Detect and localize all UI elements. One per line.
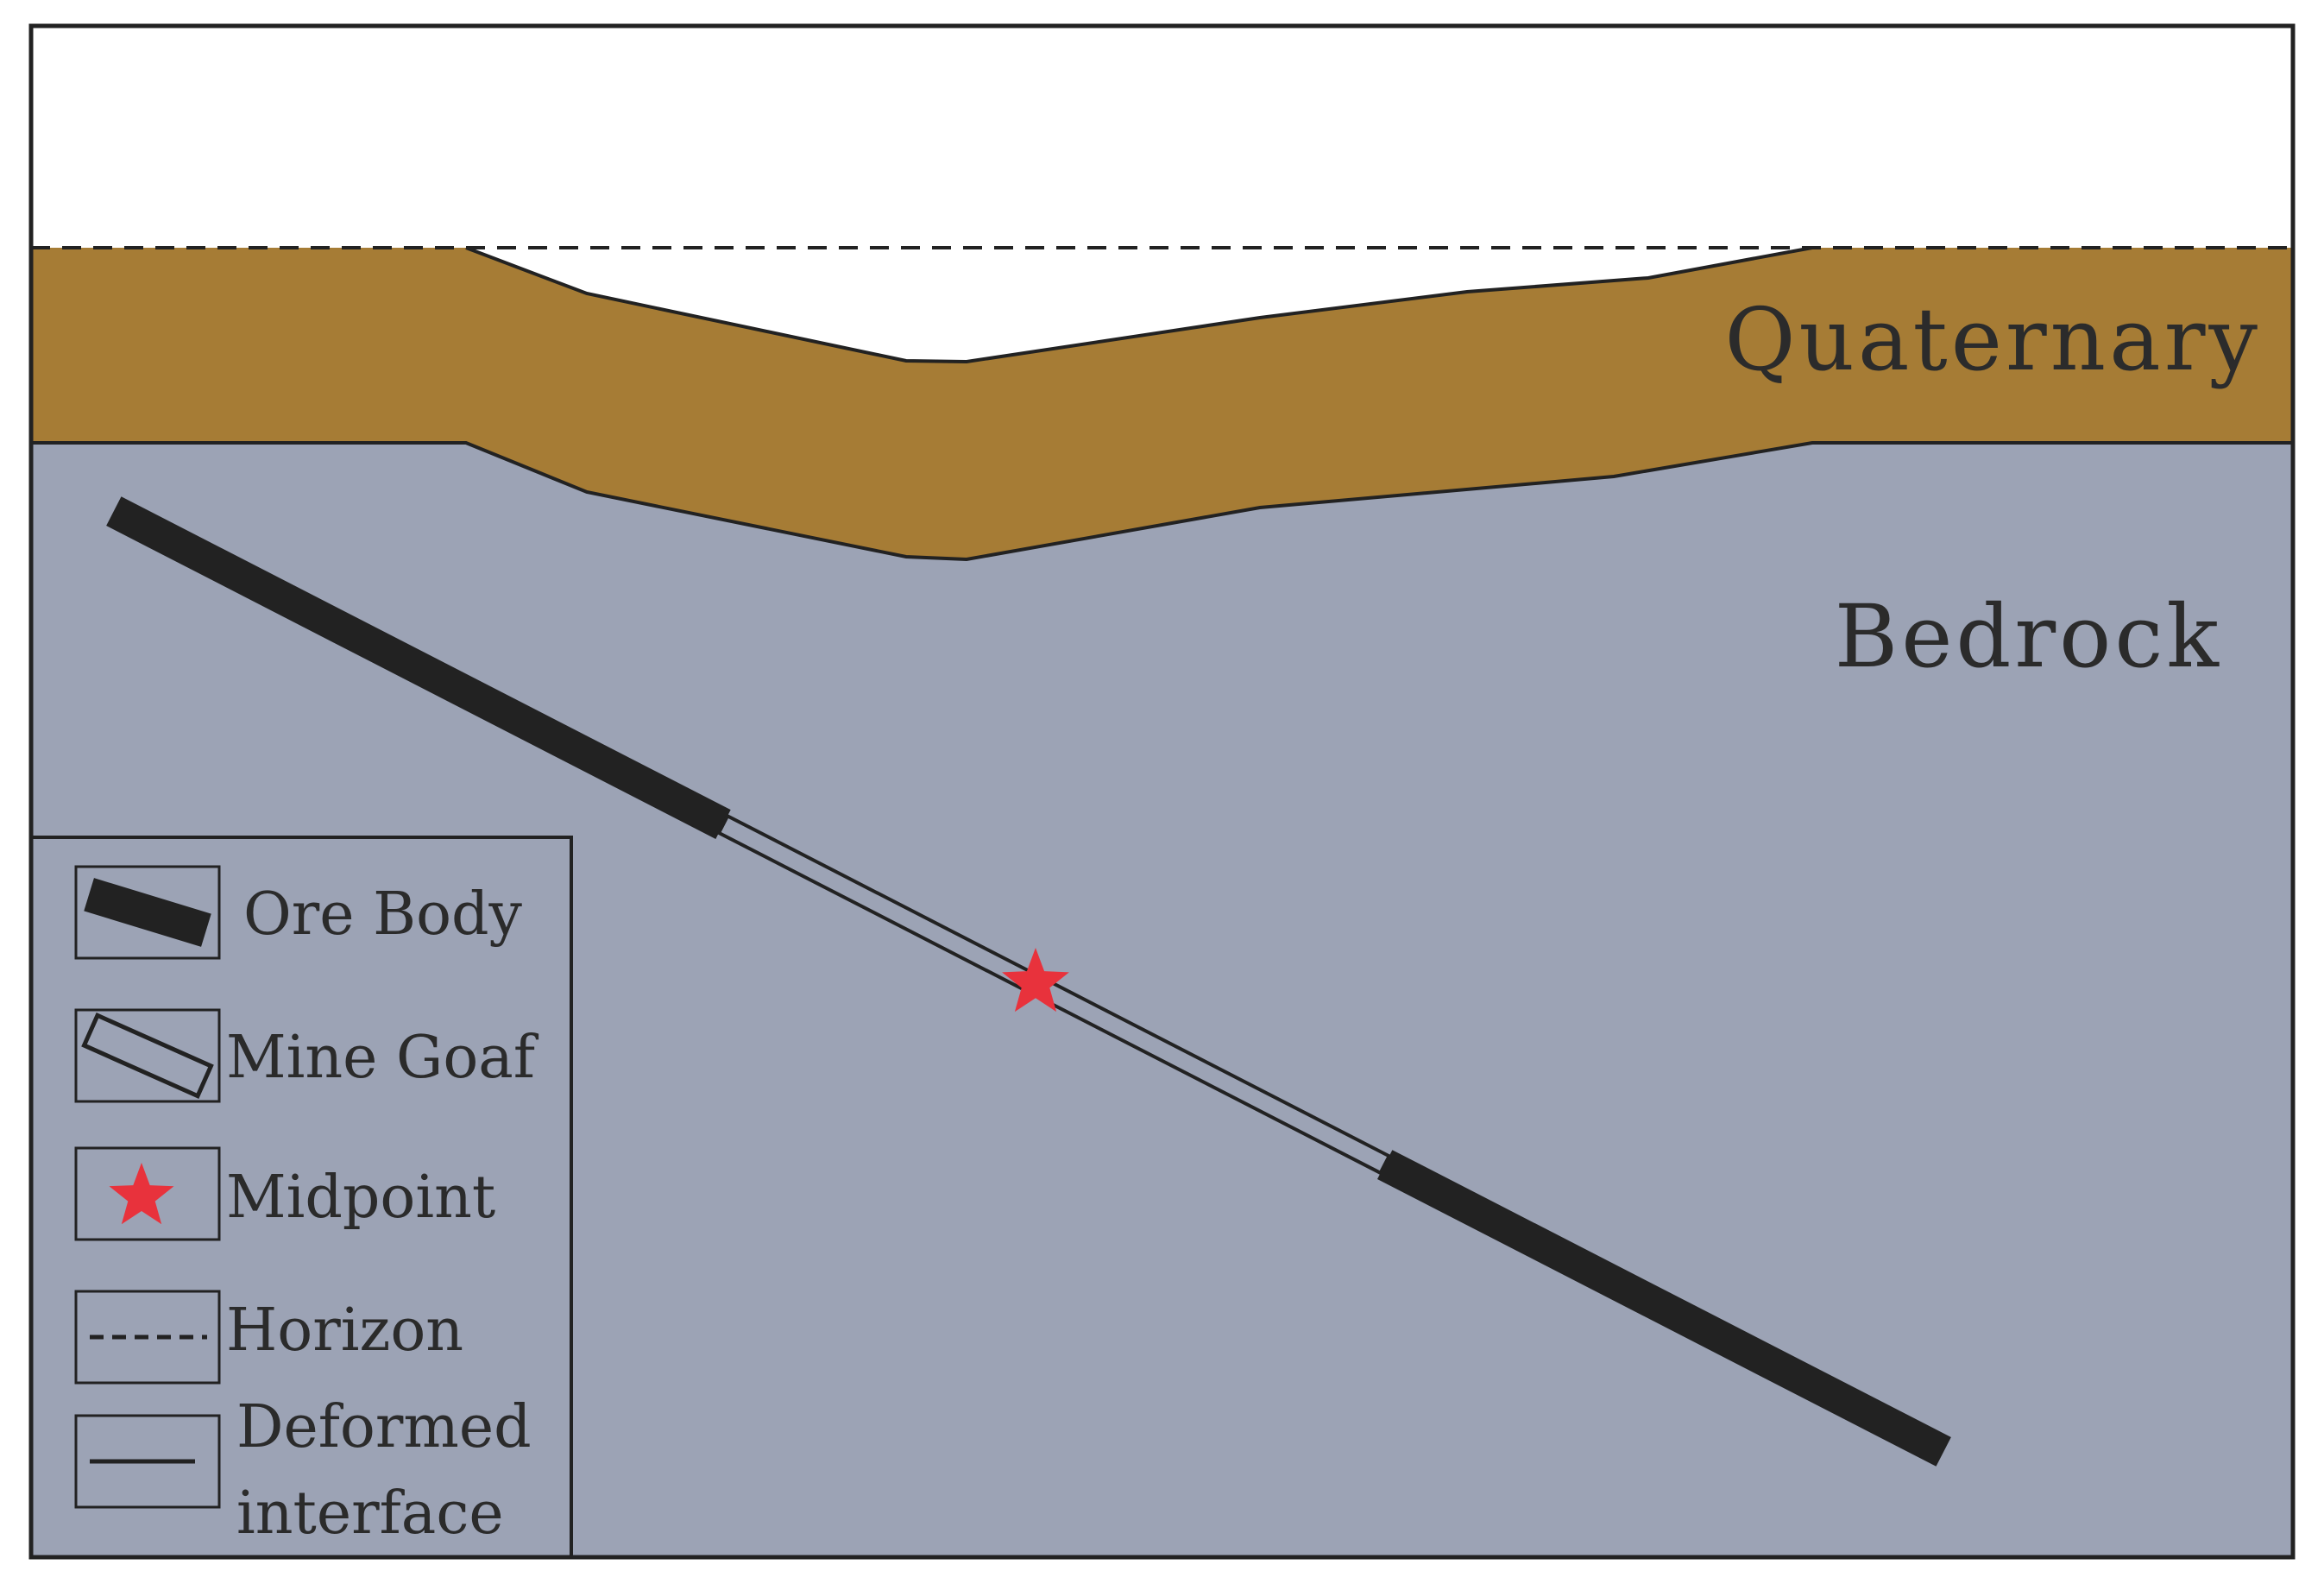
solid-line-icon-frame <box>74 1414 221 1509</box>
midpoint-star <box>1002 948 1069 1013</box>
bedrock-label: Bedrock <box>1835 586 2222 687</box>
quaternary-label: Quaternary <box>1725 289 2262 390</box>
legend-item-horizon: Horizon <box>74 1290 463 1385</box>
ore-body-icon <box>84 878 211 947</box>
ore-body-left <box>106 496 731 839</box>
deformed-interface-top <box>465 246 1813 364</box>
dashed-line-icon-frame <box>74 1290 221 1385</box>
legend-label-horizon: Horizon <box>226 1297 463 1365</box>
legend-label-interface: interface <box>236 1480 504 1548</box>
legend-label-deformed: Deformed <box>236 1393 532 1461</box>
star-icon-frame <box>74 1146 221 1241</box>
deformed-interface-bottom <box>31 441 2293 562</box>
legend-label-ore-body: Ore Body <box>243 880 523 949</box>
legend-label-mine-goaf: Mine Goaf <box>226 1024 539 1092</box>
legend-item-deformed-interface: Deformed interface <box>74 1393 532 1548</box>
mine-goaf-icon-frame <box>74 1008 221 1103</box>
legend-item-midpoint: Midpoint <box>74 1146 495 1241</box>
diagram-frame <box>28 23 2296 1560</box>
ore-body-right <box>1377 1150 1951 1467</box>
mine-goaf-icon <box>81 1013 214 1099</box>
legend-item-ore-body: Ore Body <box>74 865 523 960</box>
legend: Ore Body Mine Goaf Midpoint Horizon Defo… <box>29 836 573 1559</box>
legend-label-midpoint: Midpoint <box>226 1164 495 1232</box>
legend-item-mine-goaf: Mine Goaf <box>74 1008 539 1103</box>
star-icon <box>109 1163 174 1225</box>
quaternary-layer <box>31 248 2293 559</box>
ore-body-group <box>106 496 1951 1467</box>
ore-body-icon-frame <box>74 865 221 960</box>
